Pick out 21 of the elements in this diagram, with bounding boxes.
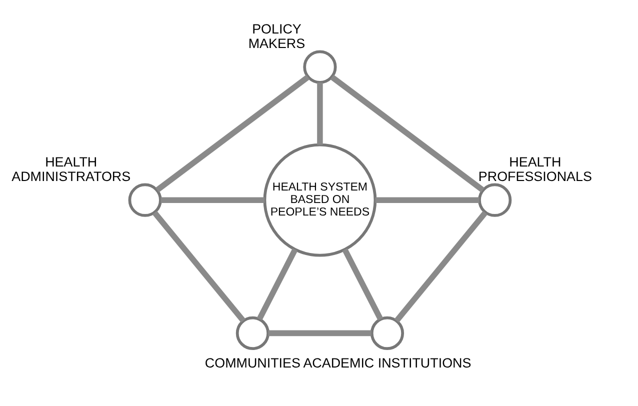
- connector: [342, 248, 384, 320]
- connector: [160, 197, 265, 203]
- node-label: HEALTH PROFESSIONALS: [478, 154, 592, 184]
- connector: [394, 210, 488, 323]
- node-circle: [478, 183, 512, 217]
- connector: [256, 248, 298, 321]
- connector: [268, 330, 372, 336]
- connector: [152, 210, 246, 323]
- node-circle: HEALTH SYSTEM BASED ON PEOPLE’S NEEDS: [263, 143, 377, 257]
- node-circle: [370, 316, 404, 350]
- node-label: ACADEMIC INSTITUTIONS: [303, 355, 472, 370]
- node-label: COMMUNITIES: [204, 355, 300, 370]
- node-label: HEALTH ADMINISTRATORS: [12, 154, 131, 184]
- connector: [317, 82, 323, 145]
- node-label: POLICY MAKERS: [248, 22, 306, 52]
- connector: [330, 74, 484, 192]
- connector: [155, 74, 310, 192]
- node-circle: [236, 316, 270, 350]
- node-circle: [303, 50, 337, 84]
- node-circle: [128, 183, 162, 217]
- connector: [375, 197, 480, 203]
